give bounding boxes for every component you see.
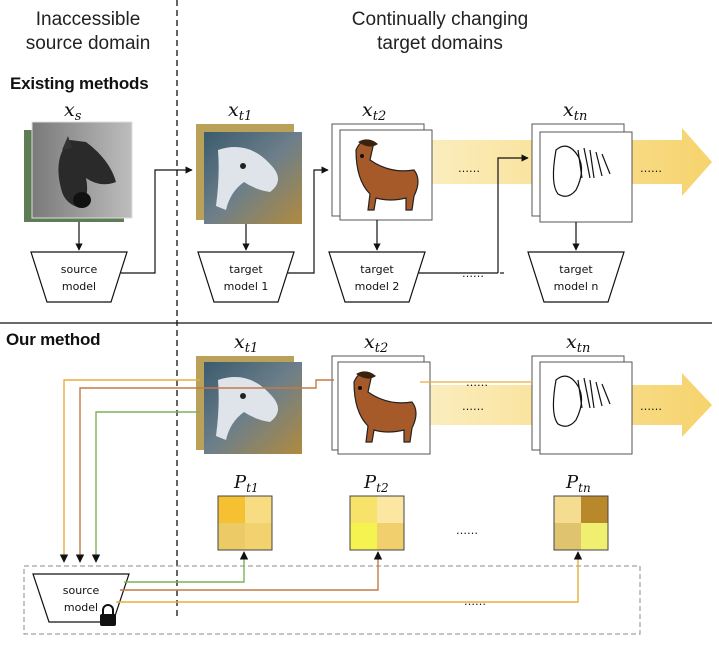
prompt-cell bbox=[218, 523, 245, 550]
band-ellipsis-1: …… bbox=[458, 162, 480, 175]
prompt-cell bbox=[581, 523, 608, 550]
source-domain-header: Inaccessible source domain bbox=[25, 9, 151, 54]
lock-icon bbox=[100, 604, 116, 626]
prompt-cell bbox=[218, 496, 245, 523]
link-green-in bbox=[91, 411, 200, 563]
link-brown-in bbox=[75, 379, 334, 563]
link-ellipsis: …… bbox=[464, 595, 486, 608]
xtn-label-bottom: xtn bbox=[566, 331, 590, 356]
band-ellipsis-4: …… bbox=[640, 400, 662, 413]
svg-text:model 2: model 2 bbox=[355, 280, 400, 293]
pt1-label: Pt1 bbox=[233, 472, 259, 495]
target1-horse-painting bbox=[204, 132, 302, 224]
band-ellipsis-3: …… bbox=[462, 400, 484, 413]
source-horse-photo bbox=[31, 121, 133, 219]
svg-text:target: target bbox=[360, 263, 394, 276]
xs-label: xs bbox=[64, 99, 82, 124]
connector-ellipsis: …… bbox=[462, 267, 484, 280]
pt2-label: Pt2 bbox=[363, 472, 389, 495]
prompt-cell bbox=[245, 523, 272, 550]
prompt-cell bbox=[377, 496, 404, 523]
xt2-label-top: xt2 bbox=[362, 99, 386, 124]
target-model-2: target model 2 bbox=[328, 251, 426, 303]
link-green-out bbox=[124, 551, 249, 583]
target2-horse-cartoon bbox=[339, 129, 433, 221]
prompt-cell bbox=[377, 523, 404, 550]
prompt-grid-t2 bbox=[349, 495, 405, 551]
prompt-grid-border bbox=[349, 495, 405, 551]
xtn-label-top: xtn bbox=[563, 99, 587, 124]
prompt-grid-tn bbox=[553, 495, 609, 551]
frozen-source-model: source model bbox=[32, 573, 130, 623]
source-model-top: source model bbox=[30, 251, 128, 303]
xt1-label-bottom: xt1 bbox=[234, 331, 258, 356]
targetn-horse-sketch bbox=[539, 131, 633, 223]
svg-text:source: source bbox=[61, 263, 98, 276]
svg-text:model: model bbox=[62, 280, 96, 293]
prompt-cell bbox=[581, 496, 608, 523]
svg-text:source: source bbox=[63, 584, 100, 597]
target2-horse-cartoon-ours bbox=[337, 361, 431, 455]
link-orange-in bbox=[59, 379, 200, 563]
prompt-grid-t1 bbox=[217, 495, 273, 551]
xt1-label-top: xt1 bbox=[228, 99, 252, 124]
target-model-n: target model n bbox=[527, 251, 625, 303]
svg-text:model: model bbox=[64, 601, 98, 614]
band-ellipsis-2: …… bbox=[640, 162, 662, 175]
existing-methods-label: Existing methods bbox=[10, 74, 149, 93]
prompt-cell bbox=[245, 496, 272, 523]
target1-horse-painting-ours bbox=[204, 362, 302, 454]
prompt-ellipsis: …… bbox=[456, 524, 478, 537]
link-brown-out bbox=[120, 551, 383, 591]
svg-text:model 1: model 1 bbox=[224, 280, 269, 293]
target-model-1: target model 1 bbox=[197, 251, 295, 303]
prompt-grid-border bbox=[553, 495, 609, 551]
prompt-grid-border bbox=[217, 495, 273, 551]
frozen-model-box bbox=[23, 565, 641, 635]
svg-text:model n: model n bbox=[554, 280, 599, 293]
prompt-cell bbox=[554, 496, 581, 523]
prompt-cell bbox=[350, 496, 377, 523]
xt2-label-bottom: xt2 bbox=[364, 331, 388, 356]
ptn-label: Ptn bbox=[565, 472, 591, 495]
prompt-cell bbox=[350, 523, 377, 550]
prompt-cell bbox=[554, 523, 581, 550]
link-orange-out bbox=[116, 551, 583, 603]
targetn-horse-sketch-ours bbox=[539, 361, 633, 455]
our-method-label: Our method bbox=[6, 330, 101, 349]
target-domain-header: Continually changing target domains bbox=[351, 9, 529, 54]
svg-text:target: target bbox=[229, 263, 263, 276]
svg-text:target: target bbox=[559, 263, 593, 276]
